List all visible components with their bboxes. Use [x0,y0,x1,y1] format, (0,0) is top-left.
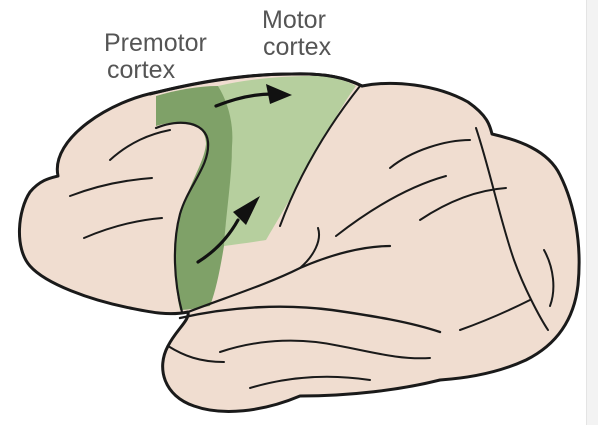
motor-label-line-1: Motor [262,7,331,34]
motor-cortex-label: Motor cortex [262,7,331,61]
premotor-label-line-2: cortex [104,57,207,84]
brain-illustration [0,0,586,425]
premotor-label-line-1: Premotor [104,30,207,57]
scrollbar-track[interactable] [586,0,598,425]
motor-label-line-2: cortex [262,34,331,61]
premotor-cortex-label: Premotor cortex [104,30,207,84]
